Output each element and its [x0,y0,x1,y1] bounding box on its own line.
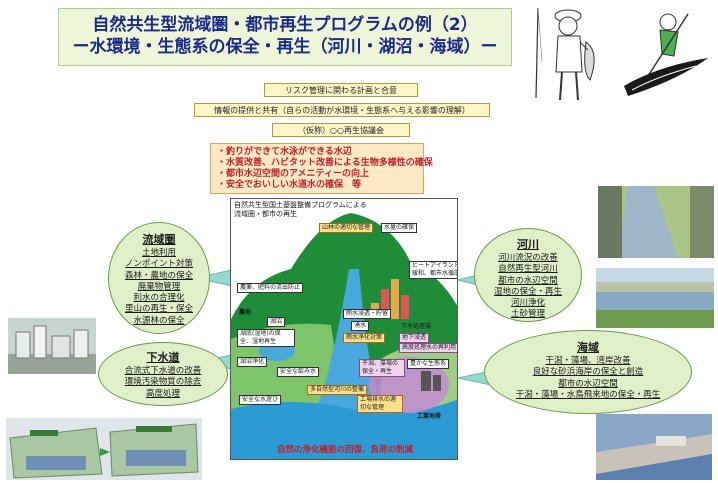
goals-box: ・釣りができて水泳ができる水辺 ・水質改善、ハビタット改善による生物多様性の確保… [210,143,433,194]
sewer-item: 環境汚染物質の除去 [124,377,202,388]
river-heading: 河川 [517,238,539,251]
center-caption-1: 自然共生型国土基盤整備プログラムによる [234,201,367,209]
goal-item: ・安全でおいしい水道水の確保 等 [217,180,362,190]
basin-heading: 流域圏 [142,233,176,246]
coast-photo [596,414,712,480]
river-item: 自然再生型河川 [498,264,558,275]
sewer-heading: 下水道 [146,351,180,364]
label-sediment: 干潟、藻場の保全・再生 [359,359,405,377]
label-forest: 山林の適切な管理 [319,223,374,233]
label-farmland-runoff: 農薬、肥料の流出防止 [237,283,304,293]
center-caption-2: 流域圏・都市の再生 [234,210,297,218]
label-wetland: 湖底(湿地)の保全、湿地再生 [237,329,295,347]
label-safe-water: 安全な飲み水 [277,367,320,377]
river-item: 湿地の保全・再生 [493,286,562,297]
process-step-3: （仮称）○○再生協議会 [272,123,410,137]
title-box: 自然共生型流域圏・都市再生プログラムの例（2） ー水環境・生態系の保全・再生（河… [58,8,512,66]
label-rain-storage: 雨水浸透・貯留 [343,309,392,319]
label-water-source: 水量の確保 [381,223,418,233]
label-safe-water-2: 安全な水遊び [239,395,282,405]
sea-oval: 海域 干潟・藻場、湾岸改善 良好な砂浜海岸の保全と創造 都市の水辺空間 干潟・藻… [484,330,692,414]
river-photo-1 [598,186,714,258]
title-line-2: ー水環境・生態系の保全・再生（河川・湖沼・海域）ー [72,37,498,57]
basin-item: 廃棄物管理 [137,281,181,292]
label-diverse-river: 多自然型河川の整備 [307,385,368,395]
label-lake: 湖沼 [267,317,286,327]
sea-item: 干潟・藻場・水鳥飛来地の保全・再生 [515,389,661,400]
goal-item: ・都市水辺空間のアメニティーの向上 [217,169,370,179]
label-sewage-plant: 下水処理場 [401,323,432,330]
canoe-illustration [624,13,708,96]
basin-item: 水源林の保全 [133,315,185,326]
river-item: 河川流況の改善 [498,253,558,263]
basin-item: 森林・農地の保全 [124,270,193,281]
river-item: 河川浄化 [510,298,545,309]
basin-item: 土地利用 [141,248,176,258]
river-photo-2 [596,268,714,328]
river-oval: 河川 河川流況の改善 自然再生型河川 都市の水辺空間 湿地の保全・再生 河川浄化… [474,228,582,322]
center-footer: 自然の浄化機能の回復、負荷の削減 [276,445,413,455]
goal-item: ・釣りができて水泳ができる水辺 [217,147,352,157]
label-lake-cleanup: 湖沼浄化 [237,357,268,367]
label-groundwater: 地下浸透 [399,333,430,343]
label-purification: 雨水浄化対策 [343,333,386,343]
treatment-plant-photo [8,318,96,374]
process-step-2: 情報の提供と共有（自らの活動が水環境・生態系へ与える影響の理解） [194,103,490,117]
label-reclaimed: 高度処理水の再利用 [399,343,457,353]
river-item: 土砂管理 [510,309,545,320]
process-step-1: リスク管理に関わる計画と合意 [264,83,418,97]
sewer-item: 合流式下水道の改善 [124,366,202,376]
fisherman-illustration [535,7,595,101]
sewer-oval: 下水道 合流式下水道の改善 環境汚染物質の除去 高度処理 [98,342,228,406]
sewer-improvement-photo [6,418,202,480]
basin-item: 利水の合理化 [133,293,185,304]
basin-oval: 流域圏 土地利用 ノンポイント対策 森林・農地の保全 廃棄物管理 利水の合理化 … [108,222,210,334]
label-urban-water: 湧水 [351,321,370,331]
basin-item: ノンポイント対策 [124,259,193,270]
label-heat-island: ヒートアイランド緩和、都市水循環 [409,261,457,279]
label-clean-beach: 豊かな生態系 [407,359,450,369]
center-diagram: 自然共生型国土基盤整備プログラムによる 流域圏・都市の再生 山林の適切な管理 水… [230,198,458,460]
title-line-1: 自然共生型流域圏・都市再生プログラムの例（2） [92,15,478,35]
sea-item: 干潟・藻場、湾岸改善 [545,356,631,366]
basin-item: 里山の再生・保全 [124,304,193,315]
label-industrial: 工業地帯 [417,413,442,420]
goal-item: ・水質改善、ハビタット改善による生物多様性の確保 [217,158,433,168]
river-item: 都市の水辺空間 [498,275,558,286]
sea-item: 良好な砂浜海岸の保全と創造 [532,367,644,378]
label-farmland: 農地 [239,309,252,316]
sewer-item: 高度処理 [145,388,180,399]
sea-item: 都市の水辺空間 [558,378,618,389]
sea-heading: 海域 [577,341,599,354]
label-effluent: 工場排水の適切な管理 [357,395,403,413]
